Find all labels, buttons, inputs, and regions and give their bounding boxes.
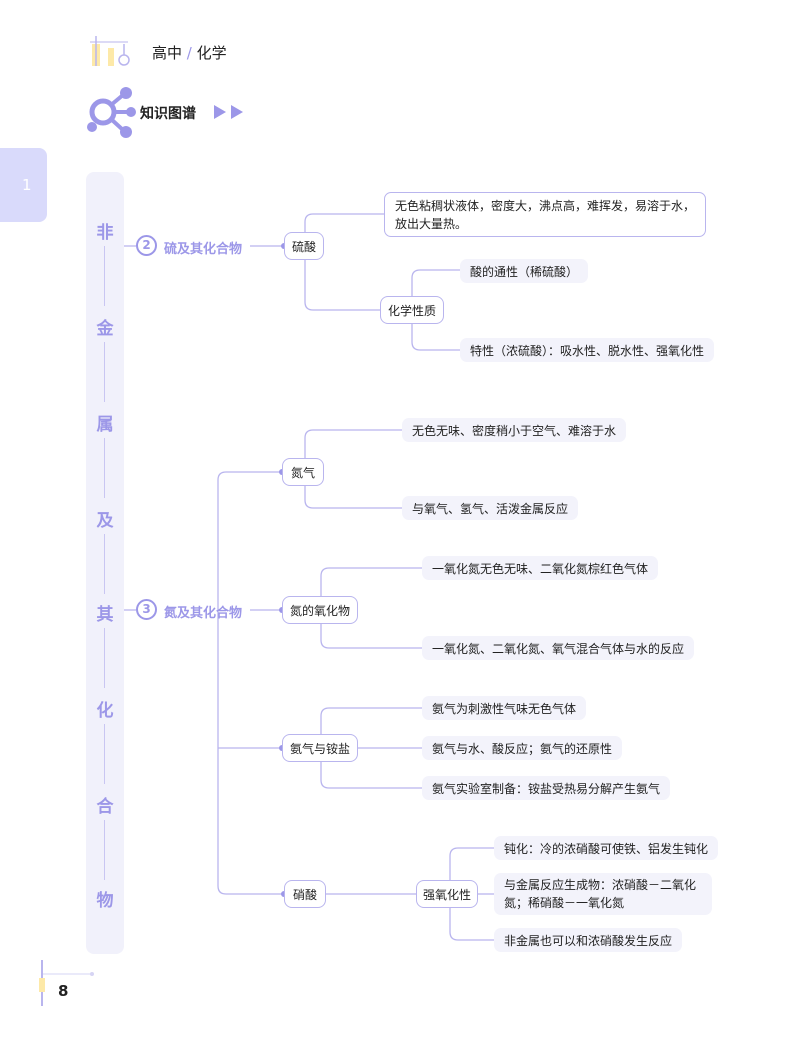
leaf-oxides-water-reaction: 一氧化氮、二氧化氮、氧气混合气体与水的反应 xyxy=(422,636,695,660)
vertical-title-char: 非 xyxy=(96,223,114,243)
breadcrumb-level: 高中 xyxy=(152,44,183,62)
divider xyxy=(104,534,105,594)
breadcrumb: 高中 / 化学 xyxy=(152,42,227,63)
chapter-tab[interactable] xyxy=(0,148,47,222)
leaf-acid-general: 酸的通性（稀硫酸） xyxy=(460,259,589,283)
node-nitrogen-oxides: 氮的氧化物 xyxy=(282,596,358,624)
leaf-ammonia-reactions: 氨气与水、酸反应；氨气的还原性 xyxy=(422,736,623,760)
node-nitrogen-gas: 氮气 xyxy=(282,458,324,486)
leaf-nonmetal-reaction: 非金属也可以和浓硝酸发生反应 xyxy=(494,928,683,952)
node-sulfuric-acid: 硫酸 xyxy=(284,232,324,260)
leaf-ammonia-odor: 氨气为刺激性气味无色气体 xyxy=(422,696,587,720)
section-title: 知识图谱 xyxy=(140,106,196,122)
leaf-ammonia-preparation: 氨气实验室制备：铵盐受热易分解产生氨气 xyxy=(422,776,671,800)
node-ammonia-salts: 氨气与铵盐 xyxy=(282,734,358,762)
node-nitric-acid: 硝酸 xyxy=(284,880,326,908)
page-number: 8 xyxy=(58,982,69,1000)
divider xyxy=(104,246,105,306)
divider xyxy=(104,438,105,498)
knowledge-map-icon xyxy=(86,86,138,140)
vertical-title-char: 其 xyxy=(96,605,114,625)
vertical-title-char: 金 xyxy=(96,319,114,339)
node-chemical-properties: 化学性质 xyxy=(380,296,444,324)
vertical-title-char: 物 xyxy=(96,891,114,911)
breadcrumb-subject: 化学 xyxy=(196,44,227,62)
vertical-title-char: 属 xyxy=(96,415,114,435)
leaf-sulfuric-acid-physical: 无色粘稠状液体，密度大，沸点高，难挥发，易溶于水，放出大量热。 xyxy=(384,192,706,237)
topic-sulfur: 硫及其化合物 xyxy=(164,242,243,257)
divider xyxy=(104,342,105,402)
leaf-nitrogen-physical: 无色无味、密度稍小于空气、难溶于水 xyxy=(402,418,627,442)
divider xyxy=(104,628,105,688)
leaf-acid-special: 特性（浓硫酸）：吸水性、脱水性、强氧化性 xyxy=(460,338,715,362)
leaf-passivation: 钝化：冷的浓硝酸可使铁、铝发生钝化 xyxy=(494,836,719,860)
divider xyxy=(104,724,105,784)
double-arrow-icon xyxy=(214,104,246,123)
vertical-title-char: 合 xyxy=(96,797,114,817)
topic-number-badge: 2 xyxy=(136,235,157,256)
leaf-oxides-color: 一氧化氮无色无味、二氧化氮棕红色气体 xyxy=(422,556,659,580)
vertical-title-char: 化 xyxy=(96,701,114,721)
node-strong-oxidizing: 强氧化性 xyxy=(416,880,478,908)
vertical-title-char: 及 xyxy=(96,511,114,531)
topic-number-badge: 3 xyxy=(136,599,157,620)
vertical-title-bar xyxy=(86,172,124,954)
leaf-nitrogen-reactions: 与氧气、氢气、活泼金属反应 xyxy=(402,496,579,520)
leaf-metal-reaction: 与金属反应生成物：浓硝酸－二氧化氮；稀硝酸－一氧化氮 xyxy=(494,873,712,915)
lab-flask-logo xyxy=(88,34,136,70)
chapter-tab-number: 1 xyxy=(22,176,32,194)
pipette-icon xyxy=(30,958,96,1010)
topic-nitrogen: 氮及其化合物 xyxy=(164,606,243,621)
breadcrumb-separator: / xyxy=(186,44,192,62)
divider xyxy=(104,820,105,880)
